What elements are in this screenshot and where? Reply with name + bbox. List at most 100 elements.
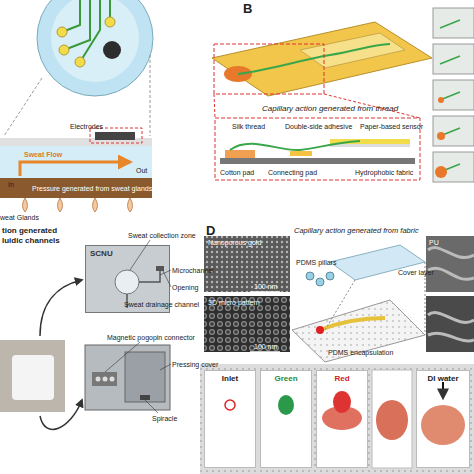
wicking-stain bbox=[322, 406, 362, 430]
sem-image bbox=[204, 296, 290, 352]
zoom-line bbox=[4, 55, 150, 136]
node-text: SCNU bbox=[90, 249, 165, 259]
part-label: Microchannel bbox=[172, 266, 214, 275]
part-label: Cover layer bbox=[398, 268, 434, 277]
sem-image bbox=[426, 296, 474, 352]
photo-tile: Green bbox=[260, 370, 312, 468]
device-detail bbox=[139, 270, 160, 282]
part-label: Hydrophobic fabric bbox=[355, 168, 413, 177]
fabric-patch bbox=[212, 22, 432, 118]
device-render bbox=[96, 377, 101, 382]
device-render bbox=[40, 280, 82, 336]
fabric-sensor bbox=[326, 272, 334, 280]
sensor-patch bbox=[37, 0, 153, 96]
part-label: Opening bbox=[172, 283, 198, 292]
thread-detail bbox=[220, 158, 415, 164]
flow-label: Sweat Flow bbox=[24, 150, 62, 159]
panel-subtitle: Capillary action generated from thread bbox=[262, 104, 398, 113]
wicking-stain bbox=[333, 391, 351, 413]
photo-strip bbox=[435, 166, 447, 178]
sem-image bbox=[426, 236, 474, 292]
fabric-patch bbox=[214, 44, 324, 94]
leader-line bbox=[130, 240, 150, 270]
leader-line bbox=[250, 351, 280, 353]
photo-band bbox=[200, 364, 474, 474]
leader-line bbox=[163, 271, 171, 287]
photo-strip bbox=[440, 20, 460, 172]
leader-line bbox=[250, 291, 280, 293]
panel-subtitle: Capillary action generated from fabric bbox=[294, 226, 419, 235]
photo-strip bbox=[438, 97, 444, 103]
scale-bar-label: 100 nm bbox=[254, 342, 277, 351]
device-detail bbox=[156, 266, 164, 271]
cross-section bbox=[0, 146, 152, 178]
part-label: Sweat collection zone bbox=[128, 231, 196, 240]
callout-label: Electrodes bbox=[70, 122, 103, 131]
fabric-sensor bbox=[320, 318, 385, 330]
device-render bbox=[110, 377, 115, 382]
device-render bbox=[125, 352, 165, 402]
thread-detail bbox=[290, 151, 312, 156]
cross-section bbox=[23, 198, 133, 212]
cross-section bbox=[0, 178, 152, 198]
part-label: Paper-based sensor bbox=[360, 122, 423, 131]
device-detail bbox=[115, 270, 139, 294]
panel-letter: D bbox=[206, 224, 215, 238]
node-text: Red bbox=[321, 374, 363, 384]
panel-subtitle: luidic channels bbox=[2, 236, 60, 245]
part-label: Sweat drainage channel bbox=[124, 300, 199, 309]
sensor-patch bbox=[57, 27, 67, 37]
part-label: Silk thread bbox=[232, 122, 265, 131]
photo-tile: DI water bbox=[416, 370, 470, 468]
cross-section bbox=[0, 128, 152, 212]
wicking-stain bbox=[225, 382, 465, 445]
fabric-patch bbox=[212, 22, 432, 96]
wicking-stain bbox=[225, 400, 235, 410]
thread-detail bbox=[225, 150, 255, 158]
sensor-patch bbox=[51, 0, 139, 82]
wicking-stain bbox=[442, 382, 444, 398]
wicking-stain bbox=[421, 405, 465, 445]
node-text: Inlet bbox=[209, 374, 251, 384]
scale-bar-label: 100 nm bbox=[254, 282, 277, 291]
photo-tile: Red bbox=[316, 370, 368, 468]
sensor-patch bbox=[105, 17, 115, 27]
fabric-sensor bbox=[292, 245, 425, 362]
device-render bbox=[40, 400, 82, 429]
sem-image bbox=[204, 236, 290, 292]
part-label: Connecting pad bbox=[268, 168, 317, 177]
panel-subtitle: tion generated bbox=[2, 226, 57, 235]
photo-strip bbox=[433, 8, 474, 182]
node-text: DI water bbox=[421, 374, 465, 384]
thread-detail bbox=[330, 144, 410, 147]
part-label: weat Glands bbox=[0, 213, 39, 222]
sensor-patch bbox=[62, 0, 110, 62]
image-label: Nanoporous gold bbox=[208, 238, 261, 247]
device-render bbox=[12, 355, 54, 400]
fabric-sensor bbox=[316, 278, 324, 286]
photo-tile: Inlet bbox=[204, 370, 256, 468]
thread-detail bbox=[230, 141, 360, 150]
part-label: Magnetic pogopin connector bbox=[107, 333, 195, 342]
part-label: Cotton pad bbox=[220, 168, 254, 177]
photo-strip bbox=[437, 132, 445, 140]
fabric-sensor bbox=[325, 280, 355, 330]
leader-line bbox=[160, 270, 171, 275]
device-render bbox=[140, 395, 150, 400]
fabric-sensor bbox=[306, 272, 314, 280]
photo-band bbox=[200, 364, 474, 474]
fabric-sensor bbox=[292, 300, 425, 362]
zoom-line bbox=[150, 55, 151, 136]
part-label: Double-side adhesive bbox=[285, 122, 352, 131]
zoom-line bbox=[4, 78, 42, 136]
panel-letter: B bbox=[243, 2, 252, 16]
device-render bbox=[0, 340, 65, 412]
sem-image bbox=[250, 292, 280, 293]
part-label: Pressing cover bbox=[172, 360, 218, 369]
wicking-stain bbox=[278, 395, 294, 415]
photo-band bbox=[372, 370, 412, 468]
sensor-patch bbox=[37, 0, 153, 96]
